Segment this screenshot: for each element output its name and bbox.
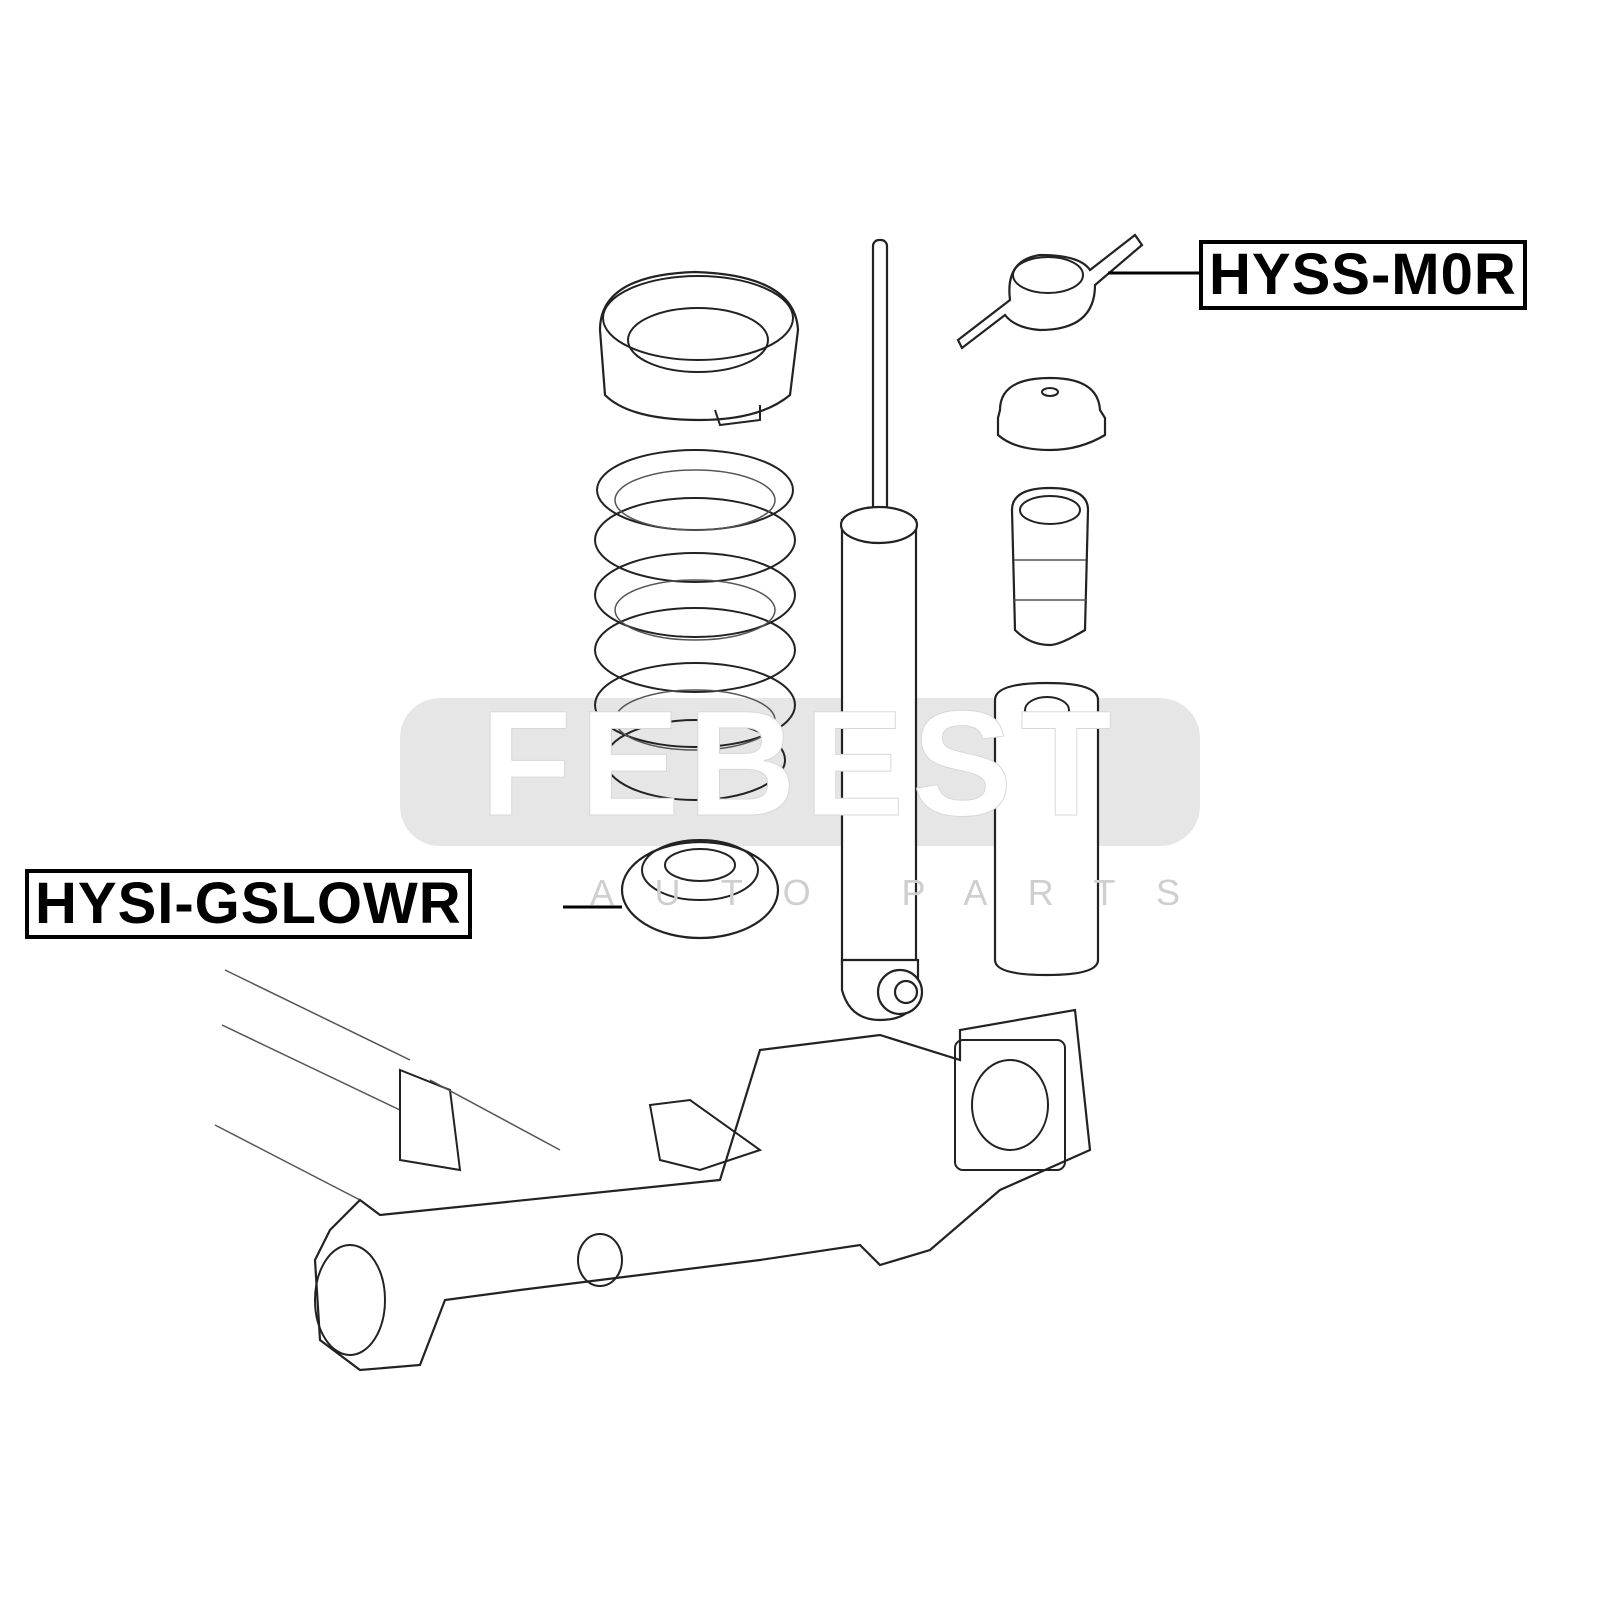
shock-absorber — [839, 238, 924, 1022]
top-mount — [956, 233, 1144, 350]
coil-spring — [594, 449, 796, 801]
rear-axle-beam — [214, 969, 1092, 1372]
bump-stop — [1010, 486, 1090, 647]
upper-spring-seat — [598, 270, 800, 427]
watermark-brand: FEBEST — [480, 679, 1120, 847]
lower-spring-seat — [620, 839, 780, 940]
dust-boot — [993, 681, 1100, 977]
bump-cap — [996, 376, 1107, 452]
part-number-label-lower-spring-seat: HYSI-GSLOWR — [25, 869, 472, 939]
part-number-label-top-mount: HYSS-M0R — [1199, 240, 1527, 310]
